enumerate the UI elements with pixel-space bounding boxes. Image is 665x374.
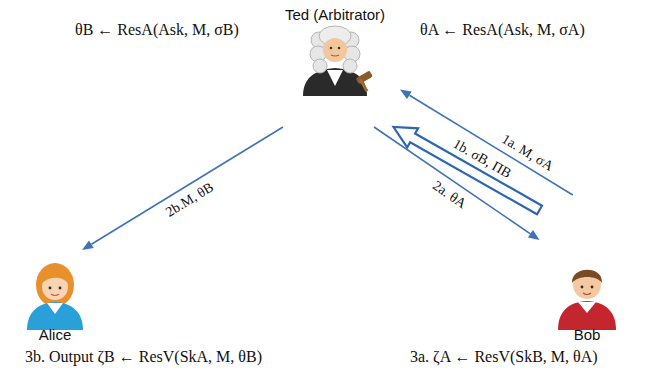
formula-label: θA ← ResA(Ask, M, σA) bbox=[420, 20, 585, 39]
formula-label: 3b. Output ζB ← ResV(SkA, M, θB) bbox=[25, 347, 262, 366]
person-node: Alice bbox=[10, 250, 100, 345]
node-name: Alice bbox=[37, 326, 74, 344]
person-node: Bob bbox=[540, 195, 635, 345]
judge-icon bbox=[303, 26, 373, 96]
node-name: Ted (Arbitrator) bbox=[283, 6, 387, 24]
message-label: 2b.M, θB bbox=[163, 179, 216, 219]
formula-label: θB ← ResA(Ask, M, σB) bbox=[75, 20, 239, 39]
alice-icon bbox=[27, 263, 83, 330]
message-arrow bbox=[82, 127, 283, 250]
formula-label: 3a. ζA ← ResV(SkB, M, θA) bbox=[410, 347, 598, 366]
person-node: Ted (Arbitrator) bbox=[270, 2, 400, 127]
bob-icon bbox=[558, 270, 616, 330]
node-name: Bob bbox=[572, 326, 603, 344]
message-label: 2a. θA bbox=[430, 178, 469, 211]
